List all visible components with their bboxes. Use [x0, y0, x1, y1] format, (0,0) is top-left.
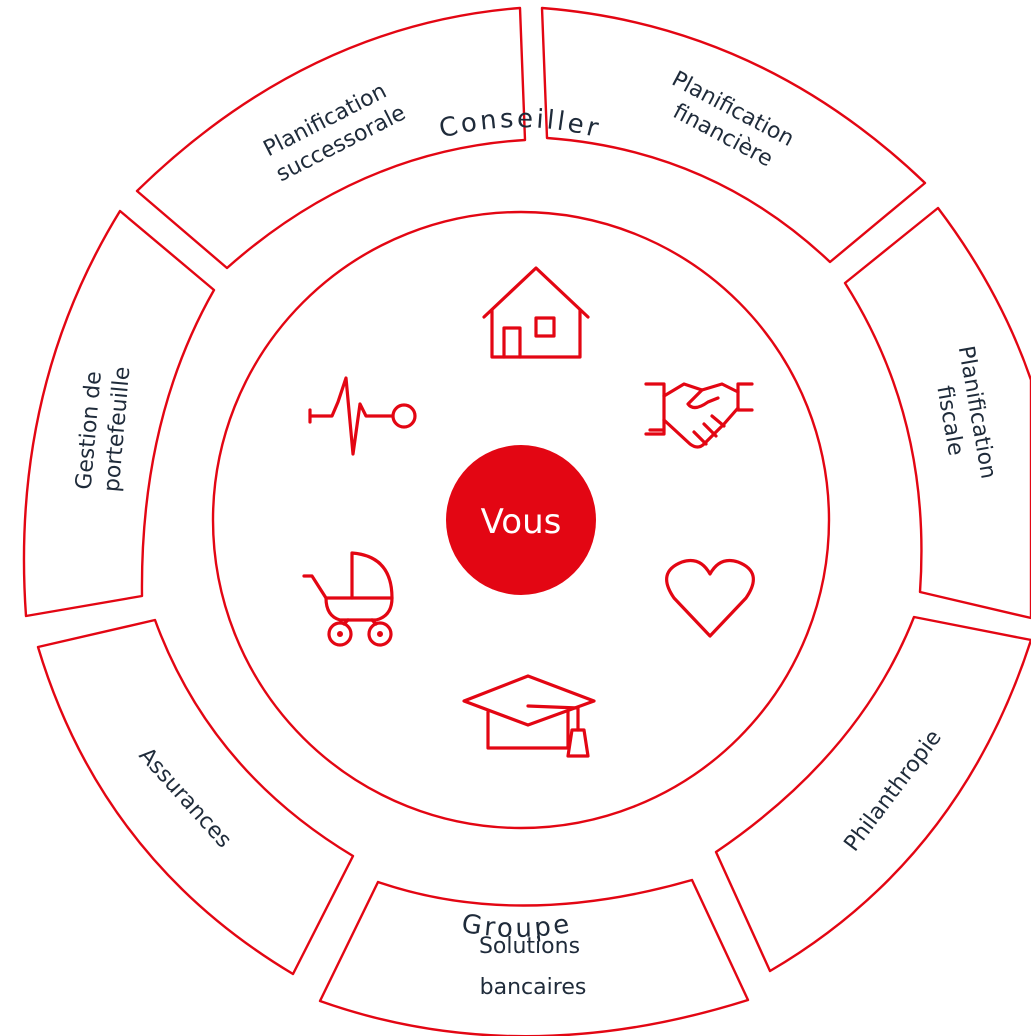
segment-planification-fiscale[interactable]: Planification fiscale: [843, 206, 1031, 620]
outer-segments: Planification successorale Planification…: [22, 6, 1031, 1036]
segment-planification-successorale[interactable]: Planification successorale: [135, 6, 527, 270]
ring-label-bottom: Groupe: [460, 909, 575, 944]
svg-text:Solutions bancaires: Solutions bancaires: [479, 934, 587, 1000]
inner-ring: [211, 210, 831, 830]
segment-label-line: bancaires: [480, 975, 587, 1000]
segment-gestion-de-portefeuille[interactable]: Gestion de portefeuille: [22, 209, 216, 618]
segment-assurances[interactable]: Assurances: [36, 618, 355, 976]
stroller-icon: [302, 551, 394, 647]
heart-icon: [665, 558, 755, 638]
segment-solutions-bancaires[interactable]: Solutions bancaires: [318, 878, 750, 1036]
handshake-icon: [644, 382, 754, 449]
center-node: Vous: [446, 445, 596, 595]
house-icon: [482, 266, 590, 359]
segment-planification-financiere[interactable]: Planification financière: [540, 6, 927, 264]
svg-text:Gestion de portefeuill: Gestion de portefeuille: [72, 363, 136, 493]
graduation-cap-icon: [462, 674, 596, 758]
segment-philanthropie[interactable]: Philanthropie: [714, 615, 1031, 973]
segment-label-line: Solutions: [479, 934, 580, 959]
heartbeat-icon: [308, 376, 417, 456]
center-label: Vous: [481, 502, 562, 542]
